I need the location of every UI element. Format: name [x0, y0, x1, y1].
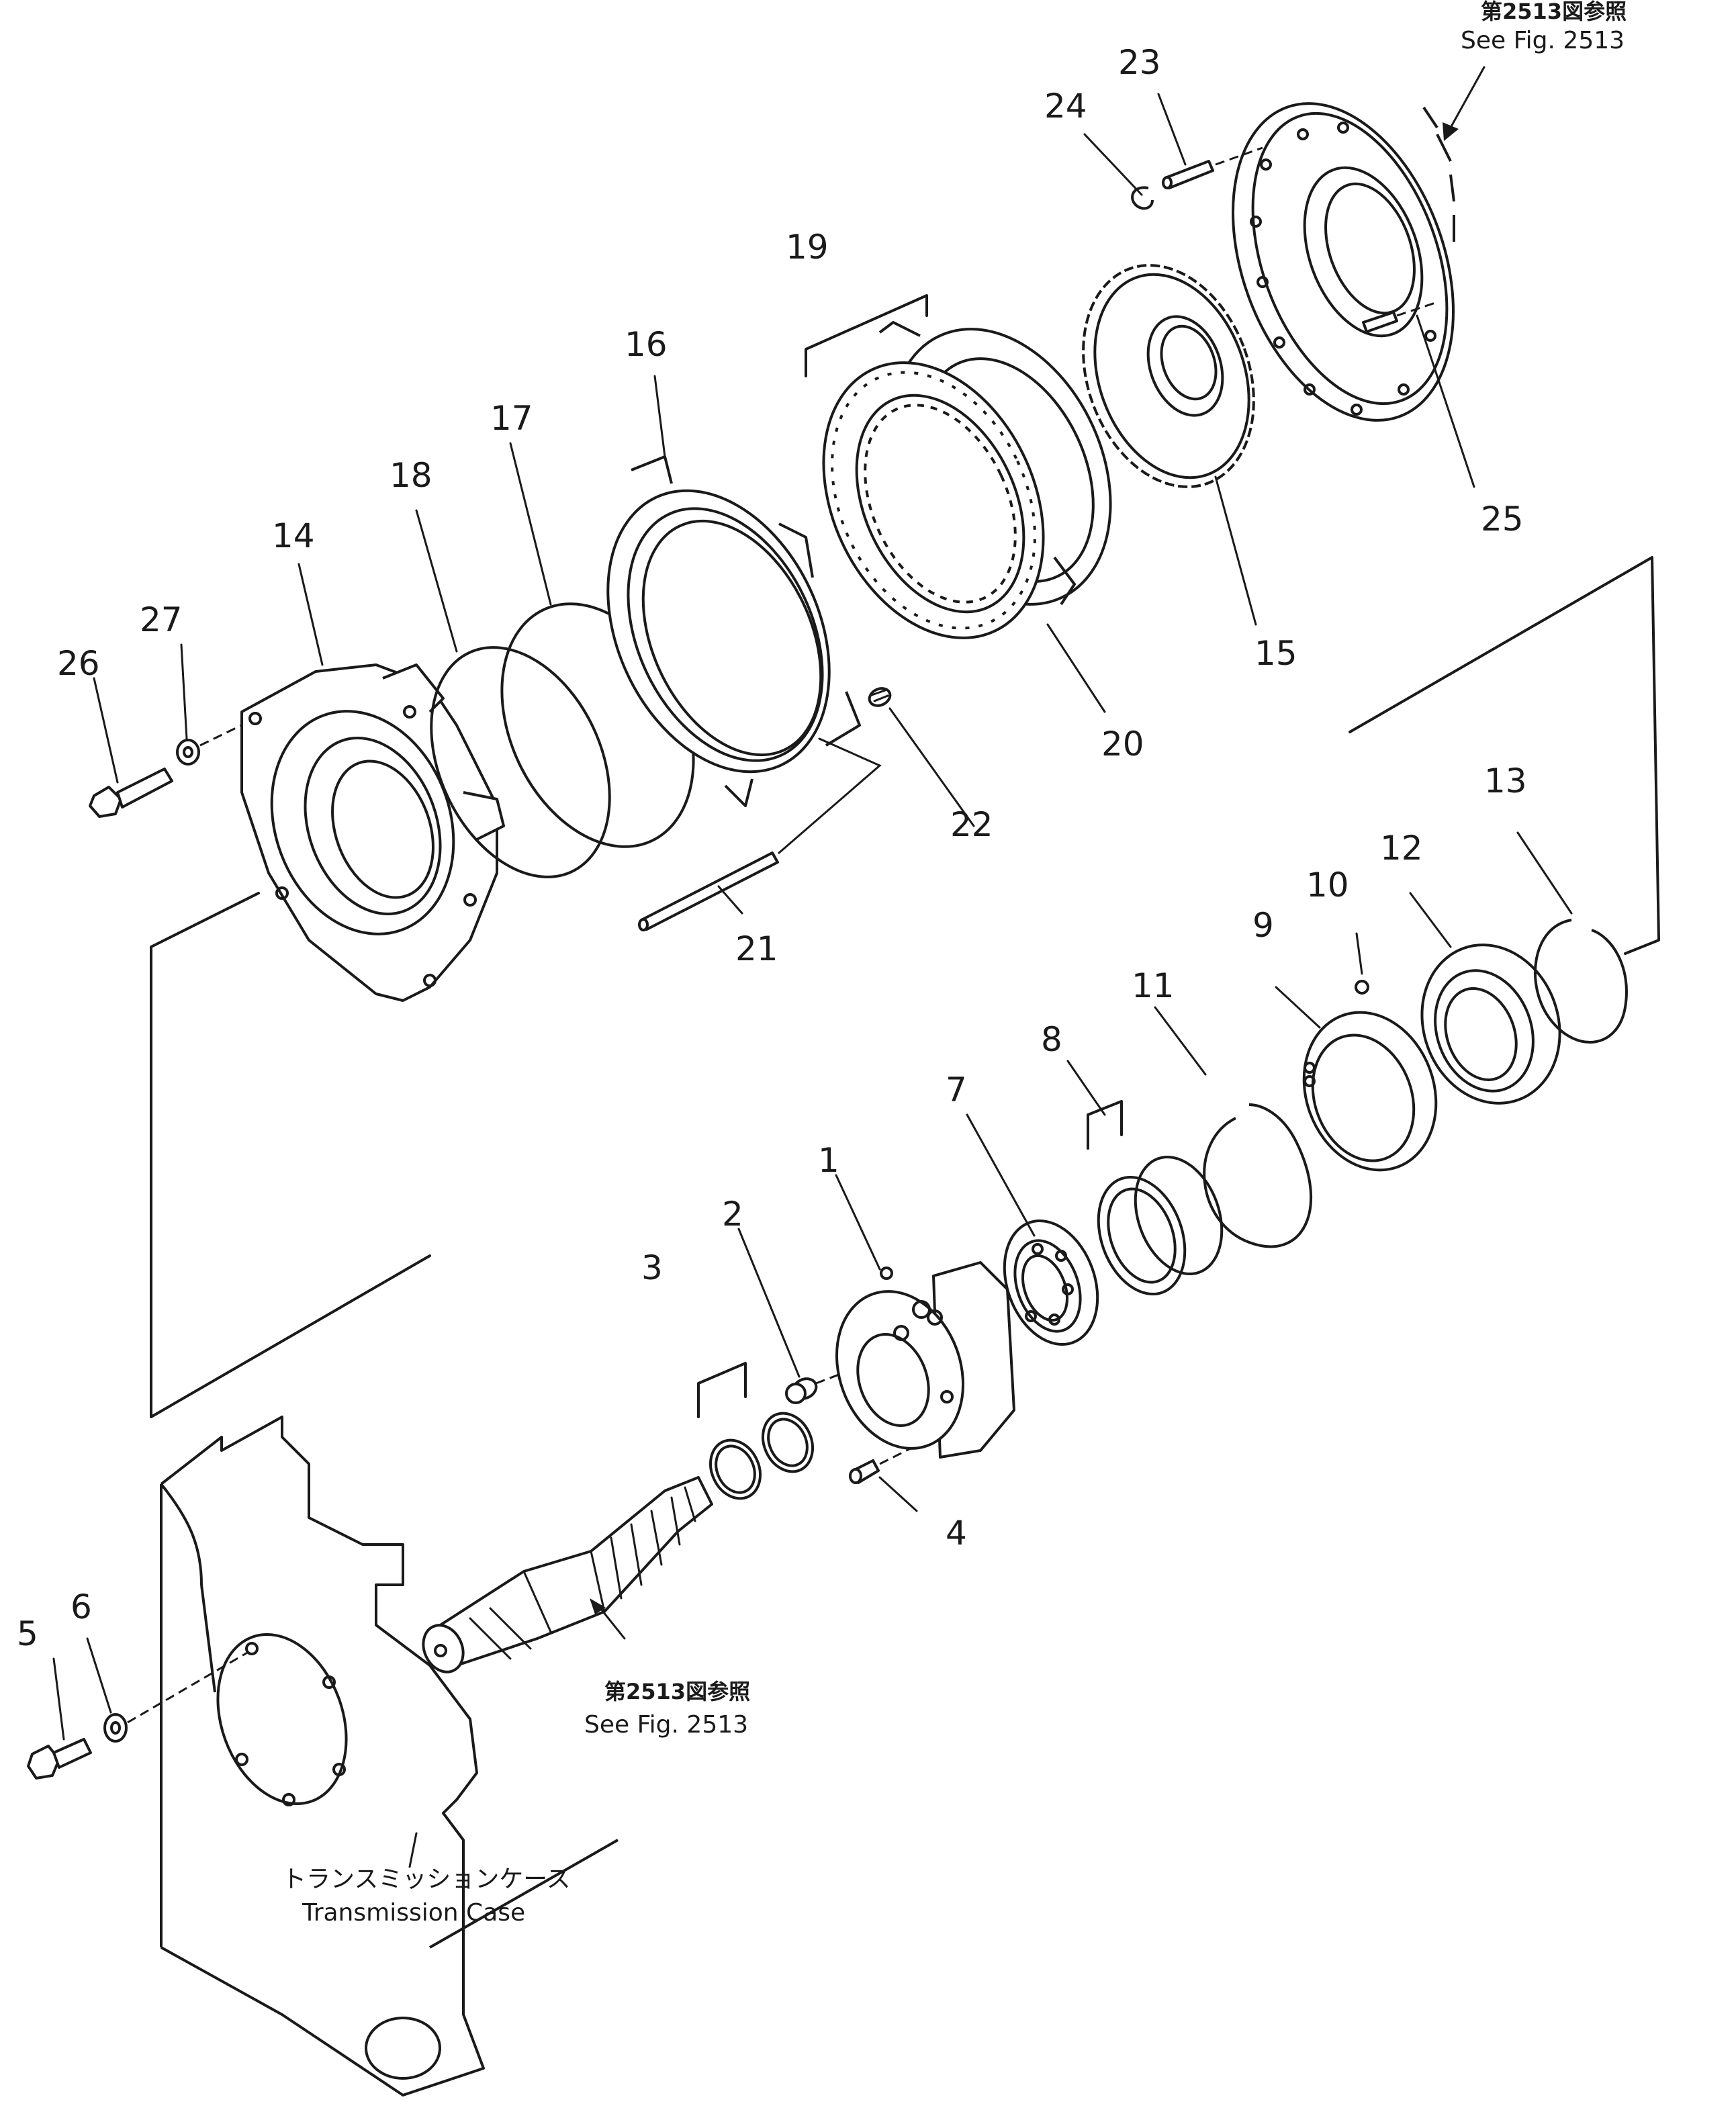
spring-22 [868, 687, 892, 707]
rod-21 [638, 851, 779, 931]
carrier-1 [835, 1261, 1015, 1459]
bolt-5-axis [127, 1651, 249, 1724]
case-label-jp: トランスミッションケース [282, 1866, 570, 1893]
pin-4 [849, 1459, 880, 1484]
ball-10 [1355, 980, 1369, 995]
part-number-6: 6 [71, 1587, 92, 1626]
link-housing-to-case [150, 892, 431, 1418]
part-number-22: 22 [950, 805, 993, 844]
gear-15 [1082, 264, 1255, 488]
part-number-15: 15 [1254, 634, 1297, 673]
part-number-11: 11 [1132, 966, 1175, 1005]
seal-rings-3 [709, 1412, 814, 1500]
part-number-7: 7 [946, 1070, 967, 1109]
part-number-9: 9 [1252, 906, 1274, 945]
bracket-19 [805, 294, 928, 377]
snap-ring-11 [1203, 1103, 1313, 1248]
part-number-21: 21 [735, 929, 778, 968]
part-number-13: 13 [1484, 762, 1527, 800]
bolt-5 [27, 1738, 92, 1780]
shaft-ref-leader [596, 1604, 626, 1640]
part-number-16: 16 [625, 325, 668, 364]
washer-6 [103, 1713, 128, 1743]
housing-14 [240, 663, 505, 1002]
part-number-1: 1 [818, 1141, 839, 1180]
top-ref-jp: 第2513図参照 [1481, 0, 1627, 24]
ring-9 [1302, 1011, 1438, 1172]
bearing-12 [1420, 943, 1561, 1105]
part-number-4: 4 [946, 1514, 967, 1553]
drum-25 [1232, 102, 1455, 422]
part-number-8: 8 [1041, 1020, 1062, 1059]
pin-25-axis [1396, 301, 1438, 317]
pin-23 [1162, 160, 1214, 189]
bracket-8 [1087, 1100, 1123, 1150]
part-number-14: 14 [272, 516, 315, 555]
pin-23-axis [1215, 146, 1263, 166]
shaft [422, 1476, 713, 1673]
link-upper-to-lower [1349, 556, 1660, 955]
rings-8 [1097, 1155, 1224, 1296]
snap-ring-13 [1534, 919, 1628, 1044]
top-ref-en: See Fig. 2513 [1461, 27, 1625, 54]
shaft-ref-arrow [590, 1598, 606, 1614]
bolt-26 [89, 768, 173, 818]
part-number-18: 18 [390, 456, 432, 495]
part-numbers: 1 2 3 4 5 6 7 8 9 10 11 12 13 14 15 16 1… [17, 43, 1527, 1653]
shaft-ref-en: See Fig. 2513 [584, 1711, 748, 1739]
part-number-3: 3 [641, 1248, 663, 1287]
leader-lines [52, 93, 1573, 1741]
part-number-12: 12 [1380, 829, 1423, 868]
clutch-discs [822, 321, 1112, 639]
bracket-3 [697, 1362, 747, 1418]
part-number-2: 2 [722, 1195, 743, 1234]
part-number-19: 19 [786, 228, 829, 267]
part-number-17: 17 [490, 399, 533, 438]
part-number-25: 25 [1481, 500, 1524, 539]
top-ref-leader [1449, 66, 1486, 129]
part-number-27: 27 [140, 600, 183, 639]
washer-27 [176, 739, 200, 766]
case-label-en: Transmission Case [302, 1899, 525, 1927]
transmission-case [160, 1416, 619, 2097]
plug-2 [785, 1377, 818, 1404]
part-number-10: 10 [1306, 866, 1349, 905]
e-ring-24 [1131, 186, 1154, 210]
part-number-5: 5 [17, 1614, 38, 1653]
pin-25 [1362, 311, 1398, 333]
rod-21-leader-link [778, 737, 882, 854]
part-number-24: 24 [1044, 87, 1087, 126]
ring-18 [430, 646, 611, 878]
case-leader [408, 1832, 418, 1868]
part-number-26: 26 [57, 644, 100, 683]
part-number-20: 20 [1101, 725, 1144, 764]
part-number-23: 23 [1118, 43, 1161, 82]
shaft-ref-jp: 第2513図参照 [604, 1679, 750, 1704]
piston-16 [606, 455, 861, 807]
top-ref-arrow [1443, 122, 1459, 141]
bearing-7 [1003, 1219, 1099, 1346]
